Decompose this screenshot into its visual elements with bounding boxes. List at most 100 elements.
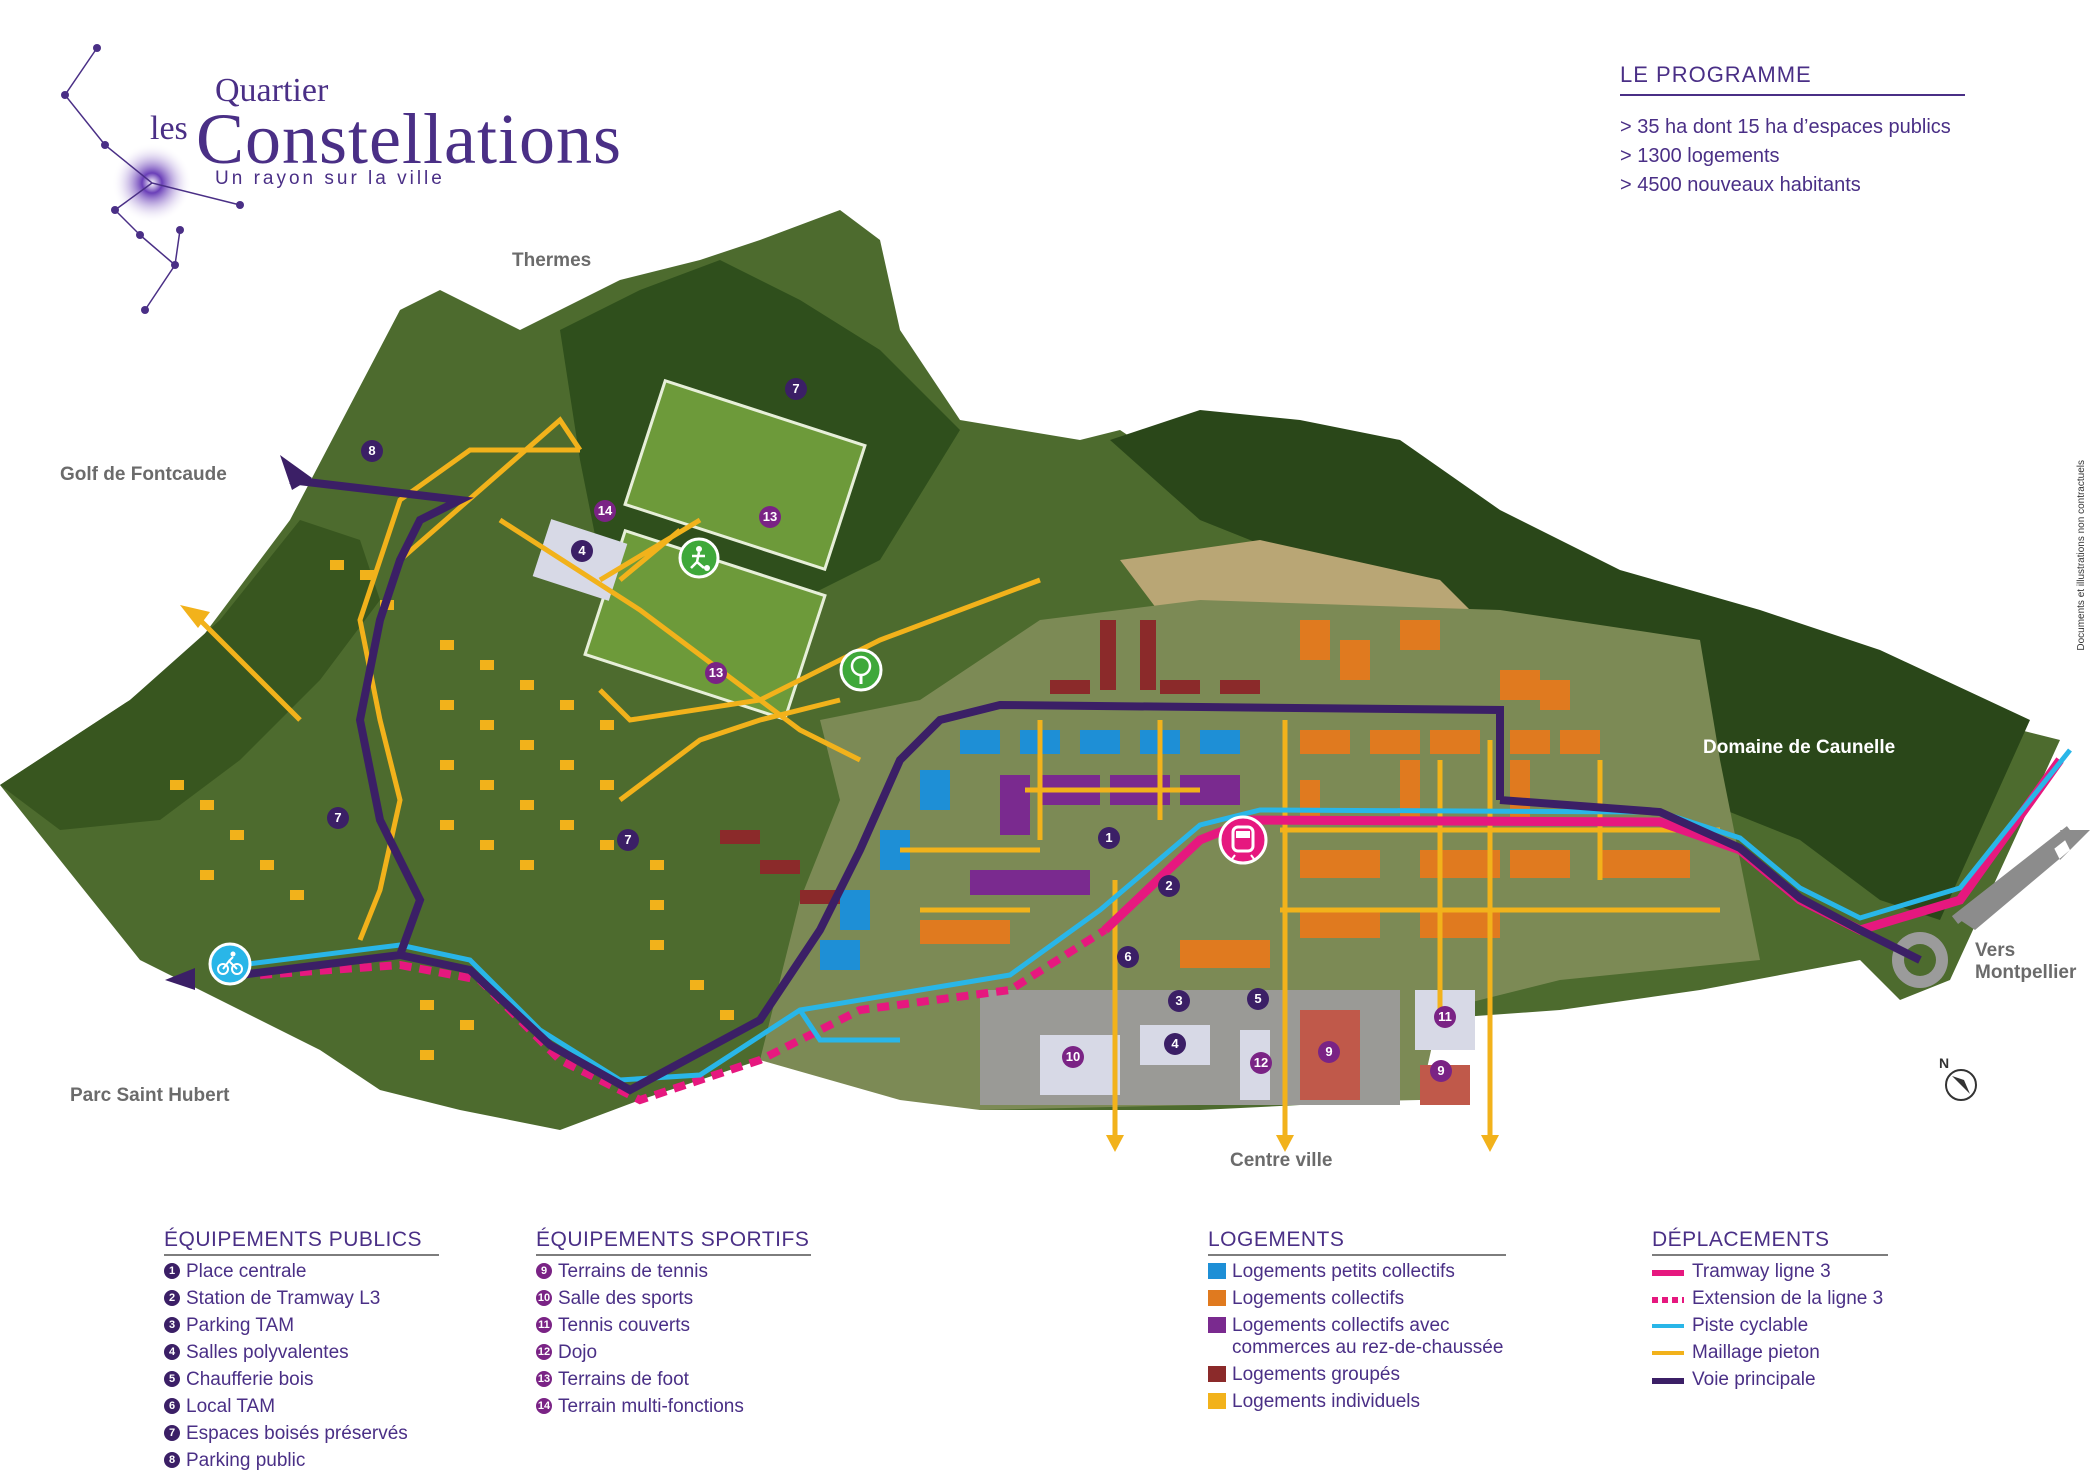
place-thermes: Thermes [512,250,592,271]
badge-tennis-couverts: 11 [1434,1006,1456,1028]
legend-label-line1: Logements collectifs avec [1232,1315,1450,1336]
legend-label: Salles polyvalentes [186,1342,349,1363]
legend-title: ÉQUIPEMENTS PUBLICS [164,1228,439,1256]
legend-label: Tennis couverts [558,1315,691,1336]
badge-parking-public: 8 [361,440,383,462]
badge-chaufferie-bois: 5 [1247,988,1269,1010]
legend-label: Terrain multi-fonctions [558,1396,744,1417]
badge-espaces-boises-1: 7 [785,378,807,400]
legend-item: Voie principale [1652,1369,1888,1391]
football-icon [678,537,720,579]
legend-label: Salle des sports [558,1288,694,1309]
constellation-logo-icon [61,44,244,314]
swatch [1208,1393,1226,1409]
legend-label: Parking TAM [186,1315,295,1336]
place-golf: Golf de Fontcaude [60,464,227,485]
legend-item: 14 Terrain multi-fonctions [536,1396,811,1418]
legend-item: 4 Salles polyvalentes [164,1342,439,1364]
logo-quartier: Quartier [215,72,329,109]
legend-item: Piste cyclable [1652,1315,1888,1337]
legend-deplacements: DÉPLACEMENTS Tramway ligne 3 Extension d… [1652,1228,1888,1391]
legend-label: Logements individuels [1232,1391,1421,1412]
line-swatch [1652,1297,1684,1303]
legend-number: 12 [536,1344,552,1360]
legend-item: Logements collectifs [1208,1288,1506,1310]
badge-espaces-boises-3: 7 [617,829,639,851]
badge-tennis-1: 9 [1318,1041,1340,1063]
legend-number: 14 [536,1398,552,1414]
badge-espaces-boises-2: 7 [327,807,349,829]
legend-item: Logements petits collectifs [1208,1261,1506,1283]
legend-number: 3 [164,1317,180,1333]
svg-text:N: N [1939,1055,1949,1071]
legend-label: Logements groupés [1232,1364,1400,1385]
vers-montpellier-arrow [1960,830,2090,930]
legend-label: Maillage pieton [1692,1342,1820,1363]
legend-item: Maillage pieton [1652,1342,1888,1364]
north-arrow-icon: N [1939,1055,1977,1101]
badge-parking-tam: 3 [1168,990,1190,1012]
place-parc-saint-hubert: Parc Saint Hubert [70,1085,230,1106]
legend-title: ÉQUIPEMENTS SPORTIFS [536,1228,811,1256]
legend-number: 5 [164,1371,180,1387]
legend-logements: LOGEMENTS Logements petits collectifs Lo… [1208,1228,1506,1413]
buildings-collective [920,620,1690,968]
legend-number: 9 [536,1263,552,1279]
programme-line: > 4500 nouveaux habitants [1620,174,1861,196]
legend-number: 8 [164,1452,180,1468]
legend-equipements-sportifs: ÉQUIPEMENTS SPORTIFS 9 Terrains de tennis… [536,1228,811,1418]
route-voie-principale [239,476,1922,1095]
swatch [1208,1317,1226,1333]
arrow-heads-yellow [180,605,1499,1152]
legend-number: 10 [536,1290,552,1306]
legend-label: Voie principale [1692,1369,1816,1390]
football-field-1 [623,378,867,572]
logo-constellations: Constellations [196,99,622,179]
line-swatch [1652,1378,1684,1384]
legend-label-line2: commerces au rez-de-chaussée [1232,1337,1504,1358]
badge-salle-des-sports: 10 [1062,1046,1084,1068]
badge-station-tram: 2 [1158,875,1180,897]
swatch [1208,1366,1226,1382]
legend-label: Terrains de tennis [558,1261,708,1282]
legend-item: Extension de la ligne 3 [1652,1288,1888,1310]
cyclist-icon [208,942,252,986]
route-piste-cyclable [239,748,2072,1083]
houses-grouped [720,620,1260,904]
place-centre-ville: Centre ville [1230,1150,1333,1171]
line-swatch [1652,1270,1684,1276]
legend-item: 9 Terrains de tennis [536,1261,811,1283]
legend-item: Logements individuels [1208,1391,1506,1413]
legend-label: Dojo [558,1342,598,1363]
legend-number: 4 [164,1344,180,1360]
logo-tagline: Un rayon sur la ville [215,168,445,189]
legend-label: Logements petits collectifs [1232,1261,1455,1282]
legend-number: 2 [164,1290,180,1306]
programme-title: LE PROGRAMME [1620,62,1965,96]
swatch [1208,1290,1226,1306]
arrow-heads [165,455,312,990]
route-tramway-extension [259,926,1108,1105]
legend-title: LOGEMENTS [1208,1228,1506,1256]
badge-local-tam: 6 [1117,946,1139,968]
badge-multi-fonctions: 14 [594,500,616,522]
badge-place-centrale: 1 [1098,827,1120,849]
badge-salles-polyvalentes-2: 4 [1164,1033,1186,1055]
legend-label: Tramway ligne 3 [1692,1261,1831,1282]
place-montpellier: Montpellier [1975,962,2077,983]
legend-label: Piste cyclable [1692,1315,1809,1336]
place-vers: Vers [1975,940,2016,961]
line-swatch [1652,1351,1684,1355]
legend-number: 1 [164,1263,180,1279]
forest-west [0,520,380,830]
legend-label: Station de Tramway L3 [186,1288,381,1309]
place-domaine-caunelle: Domaine de Caunelle [1703,737,1896,758]
badge-foot-2: 13 [705,662,727,684]
legend-label: Logements collectifs [1232,1288,1405,1309]
badge-dojo: 12 [1250,1052,1272,1074]
